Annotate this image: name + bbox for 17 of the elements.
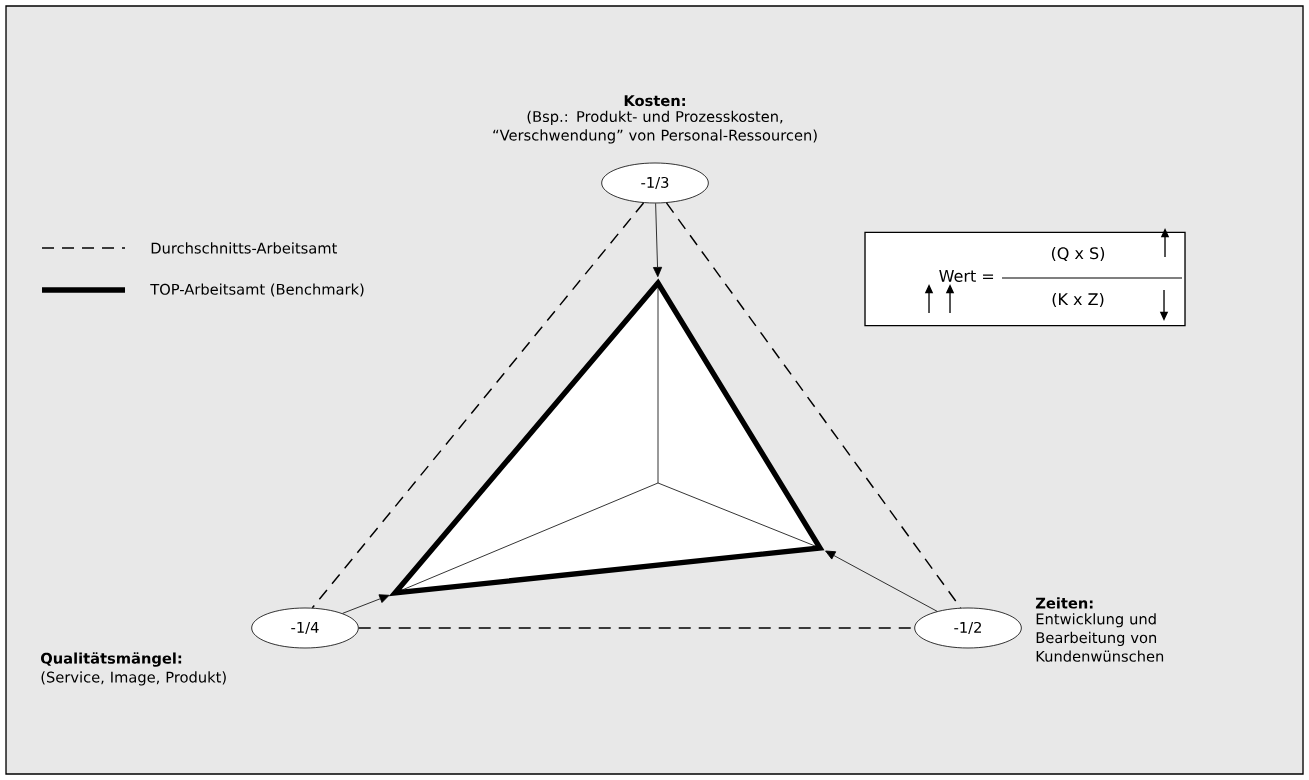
axis-description: (Bsp.: Produkt- und Prozesskosten, “Verschwendung” von Personal-Ressourcen): [493, 110, 817, 144]
axis-heading: Qualitätsmängel:: [41, 652, 182, 667]
legend-text: Durchschnitts-Arbeitsamt: [151, 242, 337, 254]
axis-description: (Service, Image, Produkt): [41, 671, 226, 686]
formula-box: [864, 231, 1186, 327]
axis-description: Entwicklung und Bearbeitung von Kundenwünschen: [1036, 613, 1164, 662]
formula-text: (K x Z): [1052, 292, 1104, 308]
arrow: [825, 550, 938, 612]
formula-text: Wert =: [939, 270, 994, 282]
legend-text: TOP-Arbeitsamt (Benchmark): [150, 283, 364, 297]
axis-heading: Zeiten:: [1035, 597, 1093, 609]
axis-heading: Kosten:: [624, 95, 685, 107]
arrow: [342, 594, 390, 614]
formula-text: (Q x S): [1051, 246, 1105, 262]
arrow: [653, 203, 663, 278]
dashed-line: [665, 202, 962, 609]
dashed-line: [311, 202, 645, 609]
